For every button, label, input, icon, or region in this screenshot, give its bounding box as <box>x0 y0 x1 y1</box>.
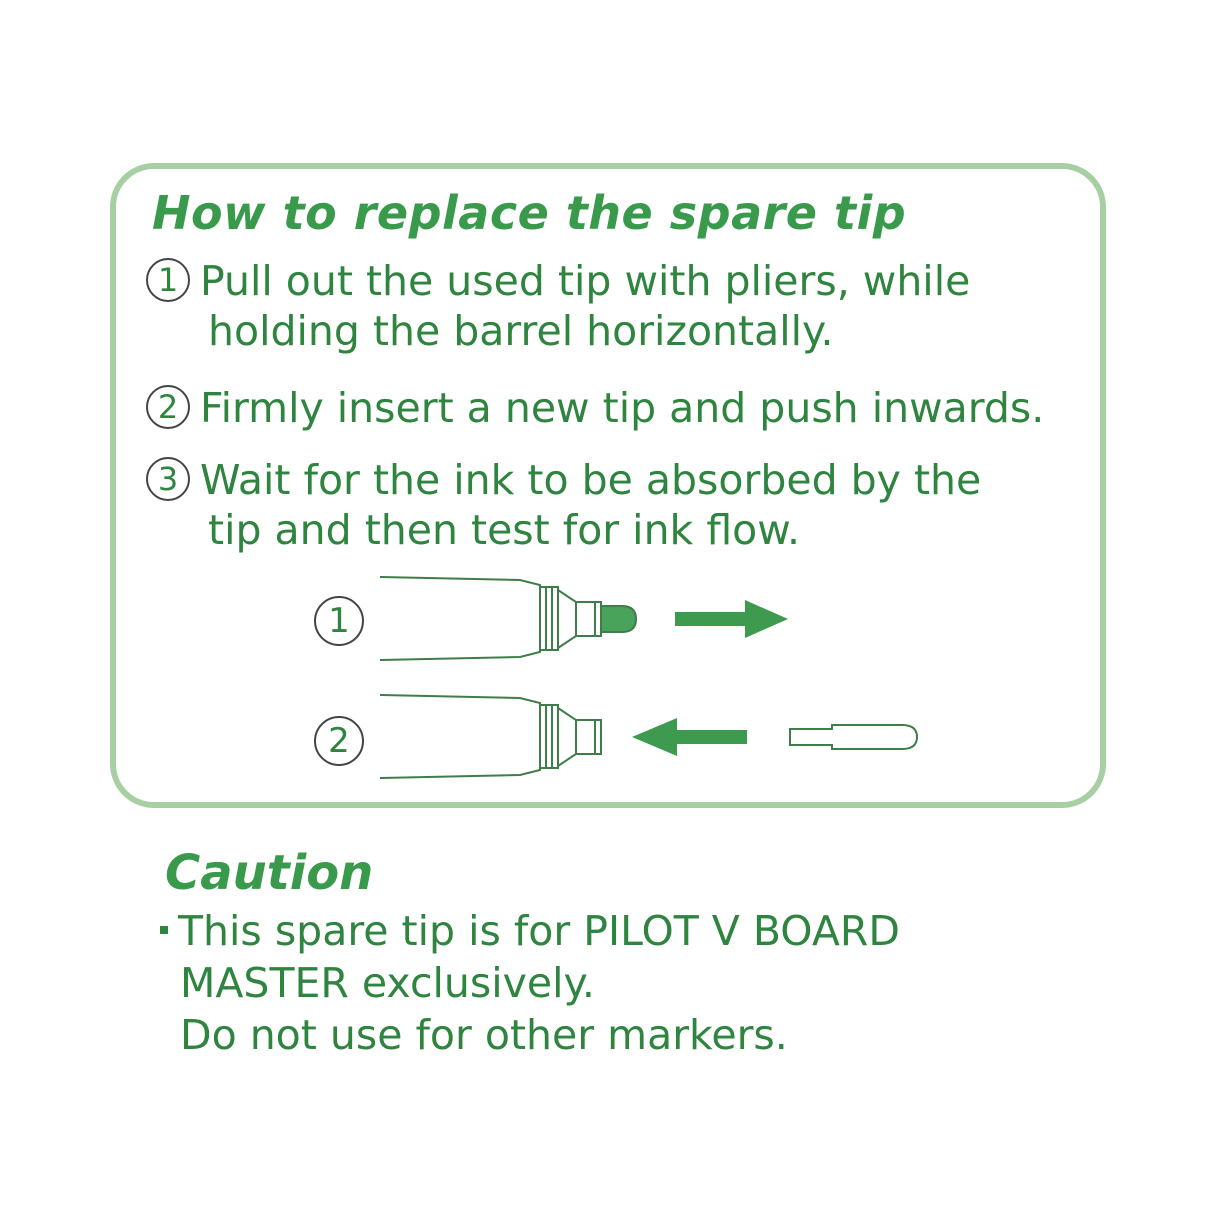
arrow-right-icon <box>675 600 788 638</box>
diagram-label-1: 1 <box>314 596 364 646</box>
arrow-left-icon <box>632 718 747 756</box>
step-text: Pull out the used tip with pliers, while <box>200 257 971 305</box>
step-number-circle: 3 <box>146 457 190 501</box>
marker-tip-removal-illustration <box>379 576 638 661</box>
diagram-label-2: 2 <box>314 716 364 766</box>
step-text: holding the barrel horizontally. <box>208 307 834 355</box>
caution-line: MASTER exclusively. <box>180 959 595 1007</box>
caution-line: Do not use for other markers. <box>180 1011 788 1059</box>
marker-tip-insertion-illustration <box>379 694 602 779</box>
caution-title: Caution <box>165 845 374 901</box>
caution-text: This spare tip is for PILOT V BOARD MAST… <box>160 905 900 1061</box>
step-text: Firmly insert a new tip and push inwards… <box>200 384 1045 432</box>
bullet-icon <box>160 926 168 934</box>
caution-line: This spare tip is for PILOT V BOARD <box>178 907 900 955</box>
instructions-card <box>110 163 1106 808</box>
spare-tip-icon <box>789 724 919 750</box>
step-text: Wait for the ink to be absorbed by the <box>200 456 982 504</box>
step-number-circle: 1 <box>146 258 190 302</box>
step-text: tip and then test for ink flow. <box>208 506 801 554</box>
instructions-title: How to replace the spare tip <box>152 186 907 240</box>
step-number-circle: 2 <box>146 385 190 429</box>
